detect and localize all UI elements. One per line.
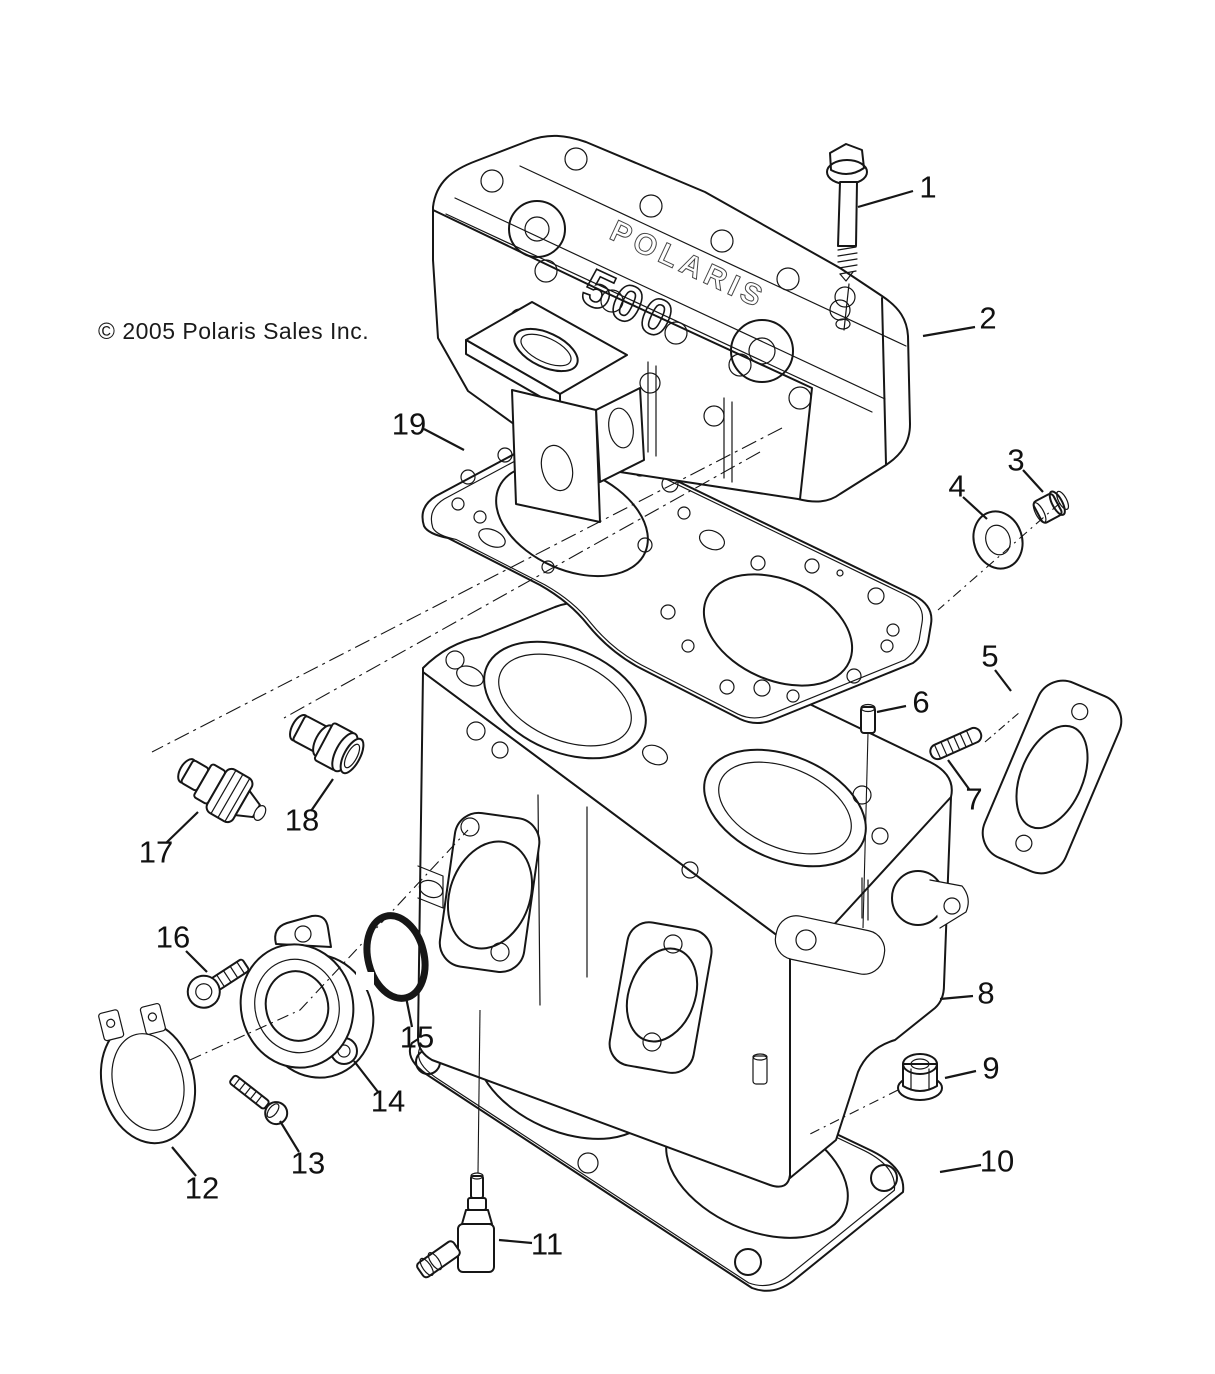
elbow-fitting <box>416 1172 495 1279</box>
leader-line-1 <box>857 189 914 209</box>
head-bolt <box>826 143 868 331</box>
cylinder-fitting <box>289 714 365 775</box>
dowel-pin <box>860 703 876 734</box>
callout-label-4: 4 <box>948 469 965 504</box>
callout-label-2: 2 <box>979 301 996 336</box>
callout-label-17: 17 <box>139 835 173 870</box>
block-port-flange-left <box>438 811 541 973</box>
callout-label-8: 8 <box>977 976 994 1011</box>
cylinder-stud <box>752 1053 768 1085</box>
block-port-flange-center <box>608 921 713 1074</box>
flange-lock-nut <box>897 1053 943 1101</box>
leader-line-19 <box>423 428 465 451</box>
copyright-notice: © 2005 Polaris Sales Inc. <box>98 318 370 344</box>
leader-line-6 <box>876 704 907 714</box>
callout-label-14: 14 <box>371 1084 405 1119</box>
plug-bolt <box>1032 490 1070 524</box>
callout-label-9: 9 <box>982 1051 999 1086</box>
callout-label-19: 19 <box>392 407 426 442</box>
clamp-ring <box>98 1000 197 1145</box>
exhaust-stud <box>929 726 983 761</box>
leader-line-18 <box>310 778 334 812</box>
callout-label-1: 1 <box>919 170 936 205</box>
leader-line-9 <box>944 1069 977 1080</box>
callout-label-11: 11 <box>531 1227 563 1262</box>
leader-line-17 <box>165 811 199 844</box>
temperature-sensor <box>177 758 267 824</box>
leader-line-5 <box>994 669 1012 692</box>
leader-line-15 <box>404 996 414 1028</box>
leader-line-10 <box>939 1163 982 1174</box>
callout-label-5: 5 <box>981 639 998 674</box>
callout-label-7: 7 <box>965 782 982 817</box>
callout-label-12: 12 <box>185 1171 219 1206</box>
washer <box>972 510 1024 570</box>
callout-label-10: 10 <box>980 1144 1014 1179</box>
leader-line-12 <box>171 1146 197 1177</box>
callout-label-15: 15 <box>400 1020 434 1055</box>
cylinder-head-cover-drawing: POLARIS 500 <box>432 134 911 523</box>
leader-line-4 <box>962 496 988 520</box>
leader-line-3 <box>1022 469 1044 493</box>
leader-line-14 <box>353 1060 379 1093</box>
callout-label-6: 6 <box>912 685 929 720</box>
clamp-screw <box>229 1074 289 1126</box>
leader-line-2 <box>922 325 976 338</box>
cylinder-block-drawing <box>417 601 969 1188</box>
assembly-axis-lines <box>151 427 1061 1174</box>
leader-line-7 <box>947 759 970 790</box>
exhaust-gasket-drawing <box>981 679 1123 875</box>
callout-label-16: 16 <box>156 920 190 955</box>
leader-line-16 <box>185 950 208 973</box>
socket-head-bolt <box>186 958 250 1009</box>
leader-line-13 <box>279 1120 300 1153</box>
callout-label-3: 3 <box>1007 443 1024 478</box>
callout-label-13: 13 <box>291 1146 325 1181</box>
water-outlet-boss <box>465 301 645 523</box>
leader-line-8 <box>939 994 974 1001</box>
carb-adapter-flange <box>239 914 375 1079</box>
callout-label-18: 18 <box>285 803 319 838</box>
leader-line-11 <box>498 1238 533 1245</box>
